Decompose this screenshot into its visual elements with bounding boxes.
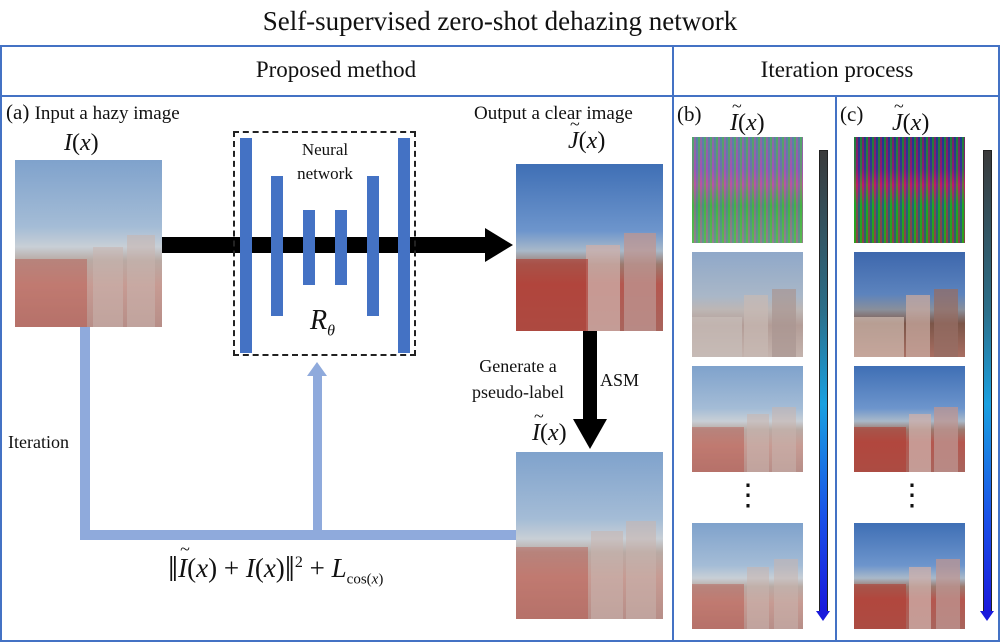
section-divider	[672, 45, 674, 642]
feedback-line-up	[313, 375, 322, 535]
feedback-line-left	[80, 327, 90, 540]
pseudo-line2: pseudo-label	[472, 382, 564, 402]
feedback-arrow-head	[307, 362, 327, 376]
section-header-proposed: Proposed method	[255, 57, 417, 82]
asm-arrow-shaft	[583, 331, 597, 421]
feedback-line-bottom	[80, 530, 516, 540]
panel-a-letter: (a)	[6, 100, 30, 124]
layer-bar-6	[398, 138, 410, 353]
output-symbol: J(x)	[568, 114, 605, 155]
panel-b-frame-2	[692, 252, 803, 357]
panel-b-tag: (b)	[677, 102, 702, 126]
output-clear-image	[516, 164, 663, 331]
network-label-line2: network	[297, 164, 353, 183]
forward-arrow-head	[485, 228, 513, 262]
panel-b-frame-1	[692, 137, 803, 243]
panel-c-frame-2	[854, 252, 965, 357]
panel-c-frame-1	[854, 137, 965, 243]
panel-b-frame-4	[692, 523, 803, 629]
panel-b-progress-arrow-head	[816, 611, 830, 621]
pseudo-line1: Generate a	[479, 356, 557, 376]
layer-bar-1	[240, 138, 252, 353]
pseudo-symbol: I(x)	[532, 406, 567, 447]
panel-c-progress-arrow	[983, 150, 992, 612]
layer-bar-5	[367, 176, 379, 316]
iteration-label: Iteration	[8, 432, 69, 452]
input-label: Input a hazy image	[34, 103, 180, 124]
network-label: Neural network	[290, 138, 360, 186]
section-header-iteration: Iteration process	[760, 57, 914, 82]
panel-c-frame-3	[854, 366, 965, 472]
panel-b-symbol: I(x)	[730, 96, 765, 137]
layer-bar-3	[303, 210, 315, 285]
input-hazy-image	[15, 160, 162, 327]
asm-arrow-head	[573, 419, 607, 449]
outer-frame	[0, 45, 1000, 642]
panel-a-tag: (a) Input a hazy image	[6, 100, 180, 125]
panel-c-tag: (c)	[840, 102, 864, 126]
panel-b-ellipsis: ⋮	[733, 479, 763, 512]
pseudo-label-image	[516, 452, 663, 619]
panel-c-frame-4	[854, 523, 965, 629]
panel-b-progress-arrow	[819, 150, 828, 612]
network-label-line1: Neural	[301, 140, 349, 159]
network-symbol-letter: R	[310, 305, 328, 336]
input-symbol: I(x)	[64, 130, 99, 156]
panel-c-progress-arrow-head	[980, 611, 994, 621]
layer-bar-4	[335, 210, 347, 285]
panel-b-frame-3	[692, 366, 803, 472]
loss-formula: ‖I(x) + I(x)‖2 + Lcos(x)	[168, 539, 383, 590]
panel-bc-divider	[835, 95, 837, 642]
panel-c-ellipsis: ⋮	[897, 479, 927, 512]
network-symbol: Rθ	[310, 305, 335, 341]
network-symbol-subscript: θ	[327, 322, 335, 340]
panel-c-symbol: J(x)	[892, 96, 929, 137]
header-divider	[0, 95, 1000, 97]
asm-label: ASM	[600, 370, 640, 390]
output-label: Output a clear image	[474, 103, 633, 124]
neural-network-box	[233, 131, 416, 356]
pseudo-label-text: Generate a pseudo-label	[472, 353, 564, 405]
layer-bar-2	[271, 176, 283, 316]
figure-title: Self-supervised zero-shot dehazing netwo…	[262, 6, 738, 36]
